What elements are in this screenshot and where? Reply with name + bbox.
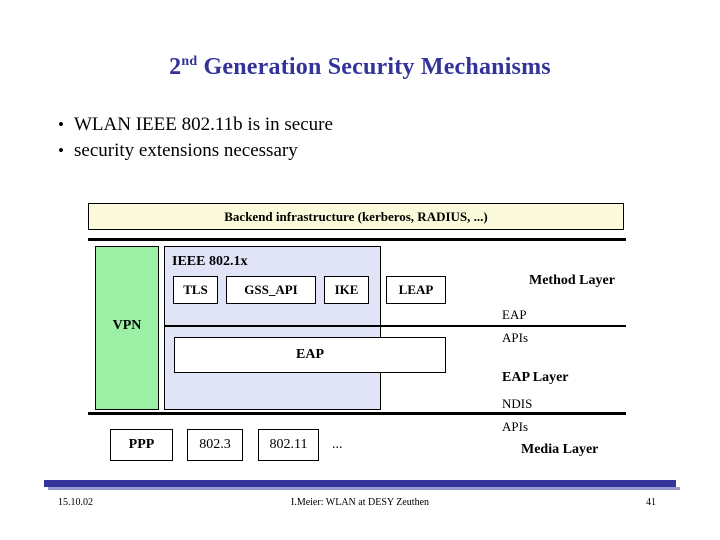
bullet-list: • WLAN IEEE 802.11b is in secure • secur… (48, 112, 668, 164)
bullet-text-1: WLAN IEEE 802.11b is in secure (74, 114, 333, 135)
footer-bar (44, 480, 676, 487)
eap-box: EAP (174, 337, 446, 373)
media-box-ppp: PPP (110, 429, 173, 461)
api-label-eap-bottom: APIs (502, 330, 529, 345)
vpn-label: VPN (112, 318, 142, 333)
layer-label-eap: EAP Layer (502, 370, 569, 385)
footer-date: 15.10.02 (58, 497, 93, 508)
bullet-dot-icon: • (58, 115, 64, 134)
layer-label-method: Method Layer (529, 273, 615, 288)
slide-title-superscript: nd (181, 54, 198, 69)
media-box-802-11: 802.11 (258, 429, 319, 461)
diagram-top-divider (88, 238, 626, 241)
method-eap-divider (164, 325, 626, 327)
slide-title-prefix: 2 (169, 54, 182, 80)
footer-bar-shadow (48, 487, 680, 490)
footer-title: I.Meier: WLAN at DESY Zeuthen (290, 497, 430, 508)
slide-title-suffix: Generation Security Mechanisms (197, 54, 551, 80)
slide-title: 2nd Generation Security Mechanisms (0, 54, 720, 81)
api-label-ndis-top: NDIS (502, 396, 533, 411)
ieee-802-1x-panel (164, 246, 381, 410)
footer-page-number: 41 (646, 497, 656, 508)
mechanism-box-tls: TLS (173, 276, 218, 304)
diagram-bottom-divider (88, 412, 626, 415)
bullet-text-2: security extensions necessary (74, 140, 298, 161)
mechanism-box-gss-api: GSS_API (226, 276, 316, 304)
media-ellipsis-label: ... (332, 437, 343, 452)
mechanism-box-ike: IKE (324, 276, 369, 304)
api-label-ndis-bottom: APIs (502, 419, 529, 434)
ieee-802-1x-label: IEEE 802.1x (172, 254, 248, 269)
layer-label-media: Media Layer (521, 442, 599, 457)
bullet-dot-icon: • (58, 141, 64, 160)
backend-infrastructure-box: Backend infrastructure (kerberos, RADIUS… (88, 203, 624, 230)
bullet-item-2: • security extensions necessary (48, 138, 668, 164)
bullet-item-1: • WLAN IEEE 802.11b is in secure (48, 112, 668, 138)
api-label-eap-top: EAP (502, 307, 527, 322)
vpn-column-box (95, 246, 159, 410)
media-box-802-3: 802.3 (187, 429, 243, 461)
mechanism-box-leap: LEAP (386, 276, 446, 304)
architecture-diagram: Backend infrastructure (kerberos, RADIUS… (88, 203, 626, 478)
backend-infrastructure-label: Backend infrastructure (kerberos, RADIUS… (224, 208, 488, 224)
